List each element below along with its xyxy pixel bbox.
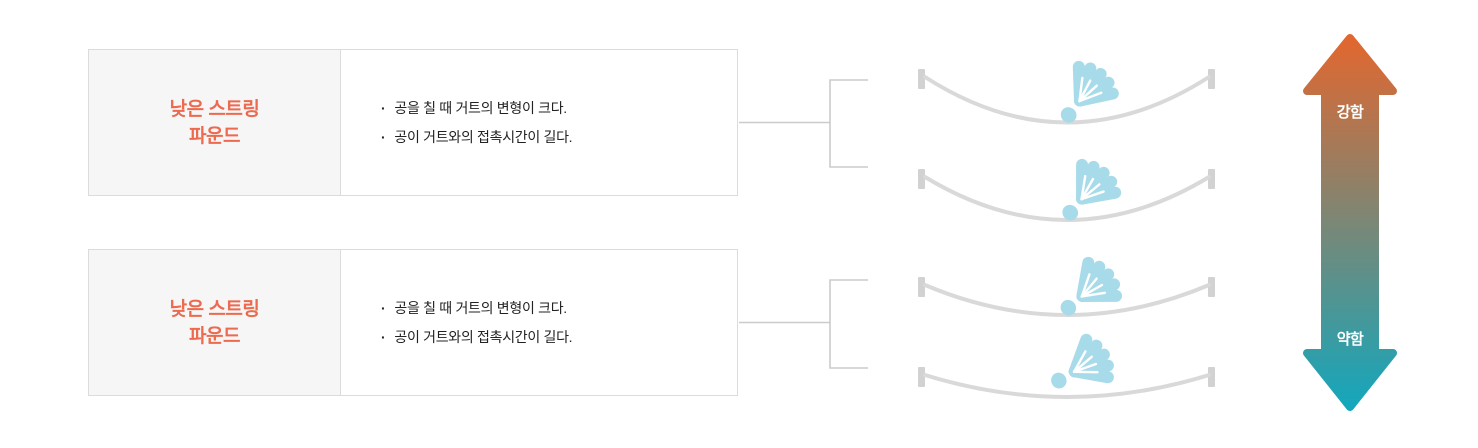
bullet-text: 공이 거트와의 접촉시간이 길다.	[394, 328, 573, 345]
connector-bracket-top	[739, 79, 868, 168]
tension-scale-arrow	[1303, 34, 1397, 411]
string-row-1	[918, 61, 1215, 135]
string-row-3	[918, 258, 1215, 329]
string-post	[1208, 277, 1215, 297]
string-post	[918, 169, 925, 189]
sagging-string	[923, 373, 1211, 399]
info-card-2: 낮은 스트링 파운드 · 공을 칠 때 거트의 변형이 크다. · 공이 거트와…	[88, 249, 738, 396]
info-card-1: 낮은 스트링 파운드 · 공을 칠 때 거트의 변형이 크다. · 공이 거트와…	[88, 49, 738, 196]
bullet-item: · 공을 칠 때 거트의 변형이 크다.	[381, 100, 737, 117]
card-1-title-panel: 낮은 스트링 파운드	[89, 50, 341, 195]
bullet-item: · 공을 칠 때 거트의 변형이 크다.	[381, 300, 737, 317]
bullet-item: · 공이 거트와의 접촉시간이 길다.	[381, 129, 737, 146]
card-1-bullet-list: · 공을 칠 때 거트의 변형이 크다. · 공이 거트와의 접촉시간이 길다.	[341, 50, 737, 195]
bullet-dot: ·	[381, 99, 386, 116]
string-row-4	[918, 336, 1215, 403]
bullet-dot: ·	[381, 328, 386, 345]
string-post	[1208, 169, 1215, 189]
connector-bracket-bottom	[739, 279, 868, 369]
bullet-text: 공이 거트와의 접촉시간이 길다.	[394, 128, 573, 145]
string-post	[1208, 367, 1215, 387]
bullet-dot: ·	[381, 299, 386, 316]
card-1-title-line-2: 파운드	[189, 125, 240, 147]
card-2-bullet-list: · 공을 칠 때 거트의 변형이 크다. · 공이 거트와의 접촉시간이 길다.	[341, 250, 737, 395]
bullet-text: 공을 칠 때 거트의 변형이 크다.	[394, 99, 567, 116]
tension-weak-label: 약함	[1336, 331, 1364, 348]
string-post	[1208, 69, 1215, 89]
card-1-title-line-1: 낮은 스트링	[169, 98, 260, 120]
bullet-dot: ·	[381, 128, 386, 145]
shuttlecock-icon	[1041, 336, 1114, 403]
bullet-text: 공을 칠 때 거트의 변형이 크다.	[394, 299, 567, 316]
string-post	[918, 367, 925, 387]
string-post	[918, 69, 925, 89]
string-row-2	[918, 159, 1215, 232]
bullet-item: · 공이 거트와의 접촉시간이 길다.	[381, 329, 737, 346]
card-2-title-line-1: 낮은 스트링	[169, 298, 260, 320]
tension-strong-label: 강함	[1336, 104, 1364, 121]
shuttlecock-icon	[1049, 258, 1122, 329]
card-2-title-line-2: 파운드	[189, 325, 240, 347]
sagging-string	[923, 75, 1211, 125]
sagging-string	[923, 175, 1211, 222]
string-post	[918, 277, 925, 297]
card-2-title-panel: 낮은 스트링 파운드	[89, 250, 341, 395]
